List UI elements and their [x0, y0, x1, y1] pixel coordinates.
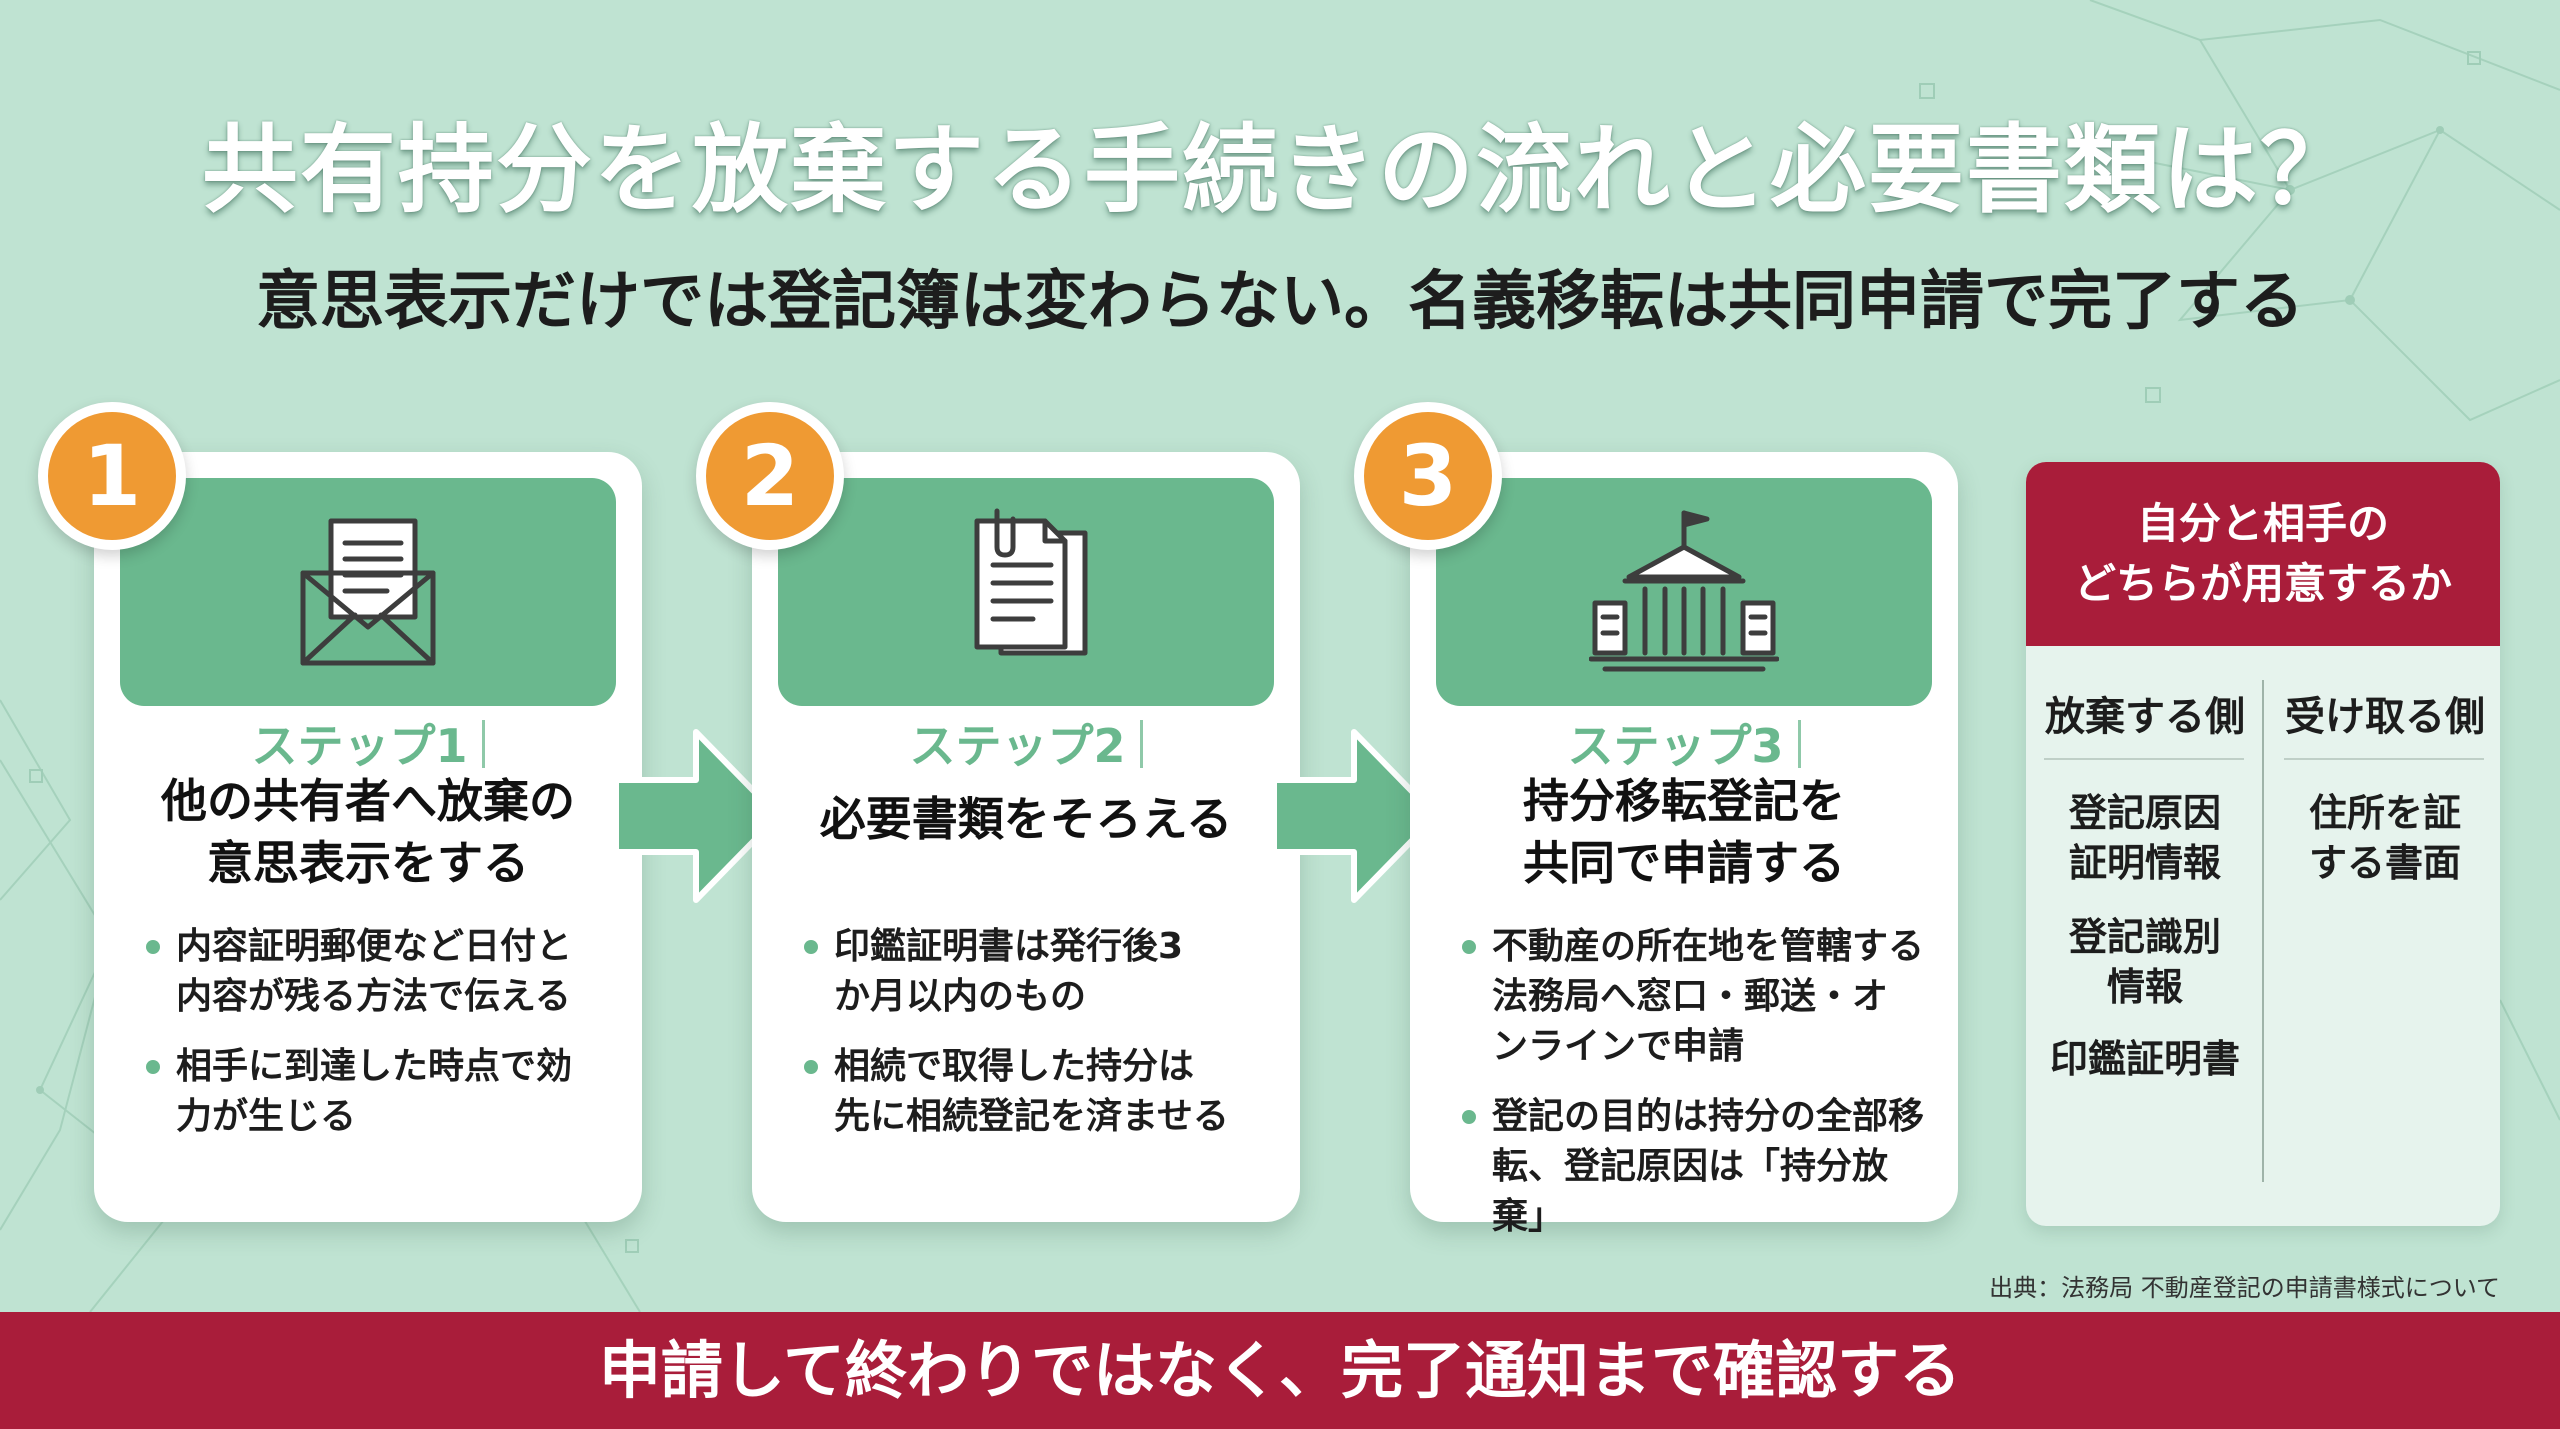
footer-banner: 申請して終わりではなく、完了通知まで確認する — [0, 1312, 2560, 1429]
envelope-icon — [300, 518, 436, 666]
documents-clip-icon — [974, 508, 1088, 656]
arrow-right-icon — [613, 729, 781, 903]
step-1-number-badge: 1 — [38, 402, 186, 550]
government-building-icon — [1589, 510, 1779, 672]
panel-title: 自分と相手の どちらが用意するか — [2026, 462, 2500, 646]
step-3-number-badge: 3 — [1354, 402, 1502, 550]
source-citation: 出典：法務局 不動産登記の申請書様式について — [1989, 1274, 2500, 1302]
recipient-item: 住所を証する書面 — [2308, 791, 2461, 885]
list-item: 相手に到達した時点で効力が生じる — [142, 1042, 612, 1142]
step-2-number-badge: 2 — [696, 402, 844, 550]
step-1-heading: 他の共有者へ放棄の 意思表示をする — [161, 774, 575, 890]
step-3-heading: 持分移転登記を 共同で申請する — [1523, 774, 1845, 890]
step-1-label: ステップ1 — [94, 710, 642, 776]
arrow-right-icon — [1271, 729, 1439, 903]
renouncer-item: 登記識別情報 — [2068, 915, 2221, 1009]
column-header-recipient: 受け取る側 — [2285, 694, 2485, 740]
page-title: 共有持分を放棄する手続きの流れと必要書類は？ — [202, 114, 2358, 226]
step-2-icon-area — [778, 478, 1274, 706]
step-3-icon-area — [1436, 478, 1932, 706]
list-item: 登記の目的は持分の全部移転、登記原因は「持分放棄」 — [1458, 1092, 1928, 1242]
column-divider — [2262, 680, 2264, 1182]
list-item: 内容証明郵便など日付と内容が残る方法で伝える — [142, 922, 612, 1022]
column-header-renouncer: 放棄する側 — [2045, 694, 2245, 740]
step-1-icon-area — [120, 478, 616, 706]
column-underline — [2044, 758, 2244, 760]
list-item: 相続で取得した持分は先に相続登記を済ませる — [800, 1042, 1270, 1142]
step-2-label: ステップ2 — [752, 710, 1300, 776]
step-1-bullets: 内容証明郵便など日付と内容が残る方法で伝える 相手に到達した時点で効力が生じる — [142, 922, 612, 1162]
page-subtitle: 意思表示だけでは登記簿は変わらない。名義移転は共同申請で完了する — [256, 265, 2304, 339]
step-card-1: ステップ1 他の共有者へ放棄の 意思表示をする 内容証明郵便など日付と内容が残る… — [94, 452, 642, 1222]
step-2-heading: 必要書類をそろえる — [819, 792, 1233, 846]
step-3-bullets: 不動産の所在地を管轄する法務局へ窓口・郵送・オンラインで申請 登記の目的は持分の… — [1458, 922, 1928, 1262]
step-3-label: ステップ3 — [1410, 710, 1958, 776]
list-item: 不動産の所在地を管轄する法務局へ窓口・郵送・オンラインで申請 — [1458, 922, 1928, 1072]
column-underline — [2284, 758, 2484, 760]
step-card-3: ステップ3 持分移転登記を 共同で申請する 不動産の所在地を管轄する法務局へ窓口… — [1410, 452, 1958, 1237]
renouncer-item: 登記原因証明情報 — [2068, 791, 2221, 885]
renouncer-item: 印鑑証明書 — [2049, 1037, 2240, 1081]
